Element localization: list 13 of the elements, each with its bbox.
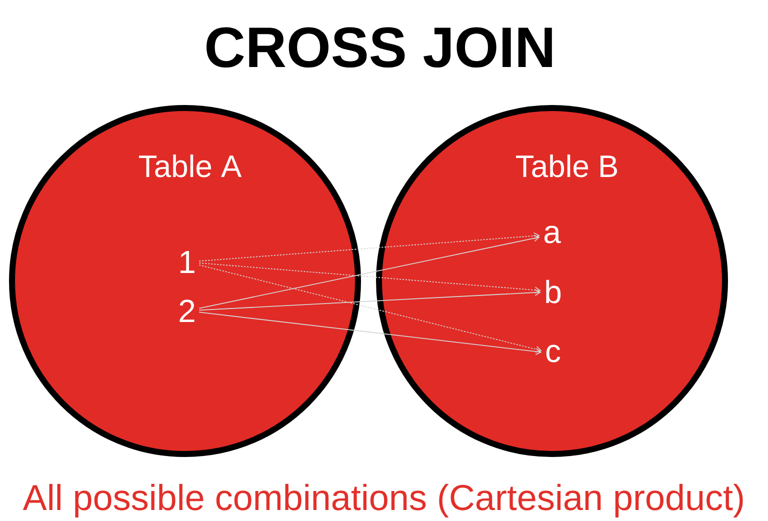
arrow: [198, 289, 541, 311]
arrow: [198, 232, 540, 262]
title: CROSS JOIN: [206, 27, 552, 68]
arrow: [198, 234, 540, 309]
element-label: c: [546, 344, 560, 362]
arrow: [198, 262, 541, 294]
element-label: b: [546, 280, 561, 304]
arrow: [198, 312, 542, 355]
arrow: [198, 264, 542, 353]
element-label: 1: [180, 251, 194, 273]
element-label: a: [544, 226, 561, 244]
caption: All possible combinations (Cartesian product): [22, 484, 743, 518]
element-label: 2: [180, 300, 194, 322]
